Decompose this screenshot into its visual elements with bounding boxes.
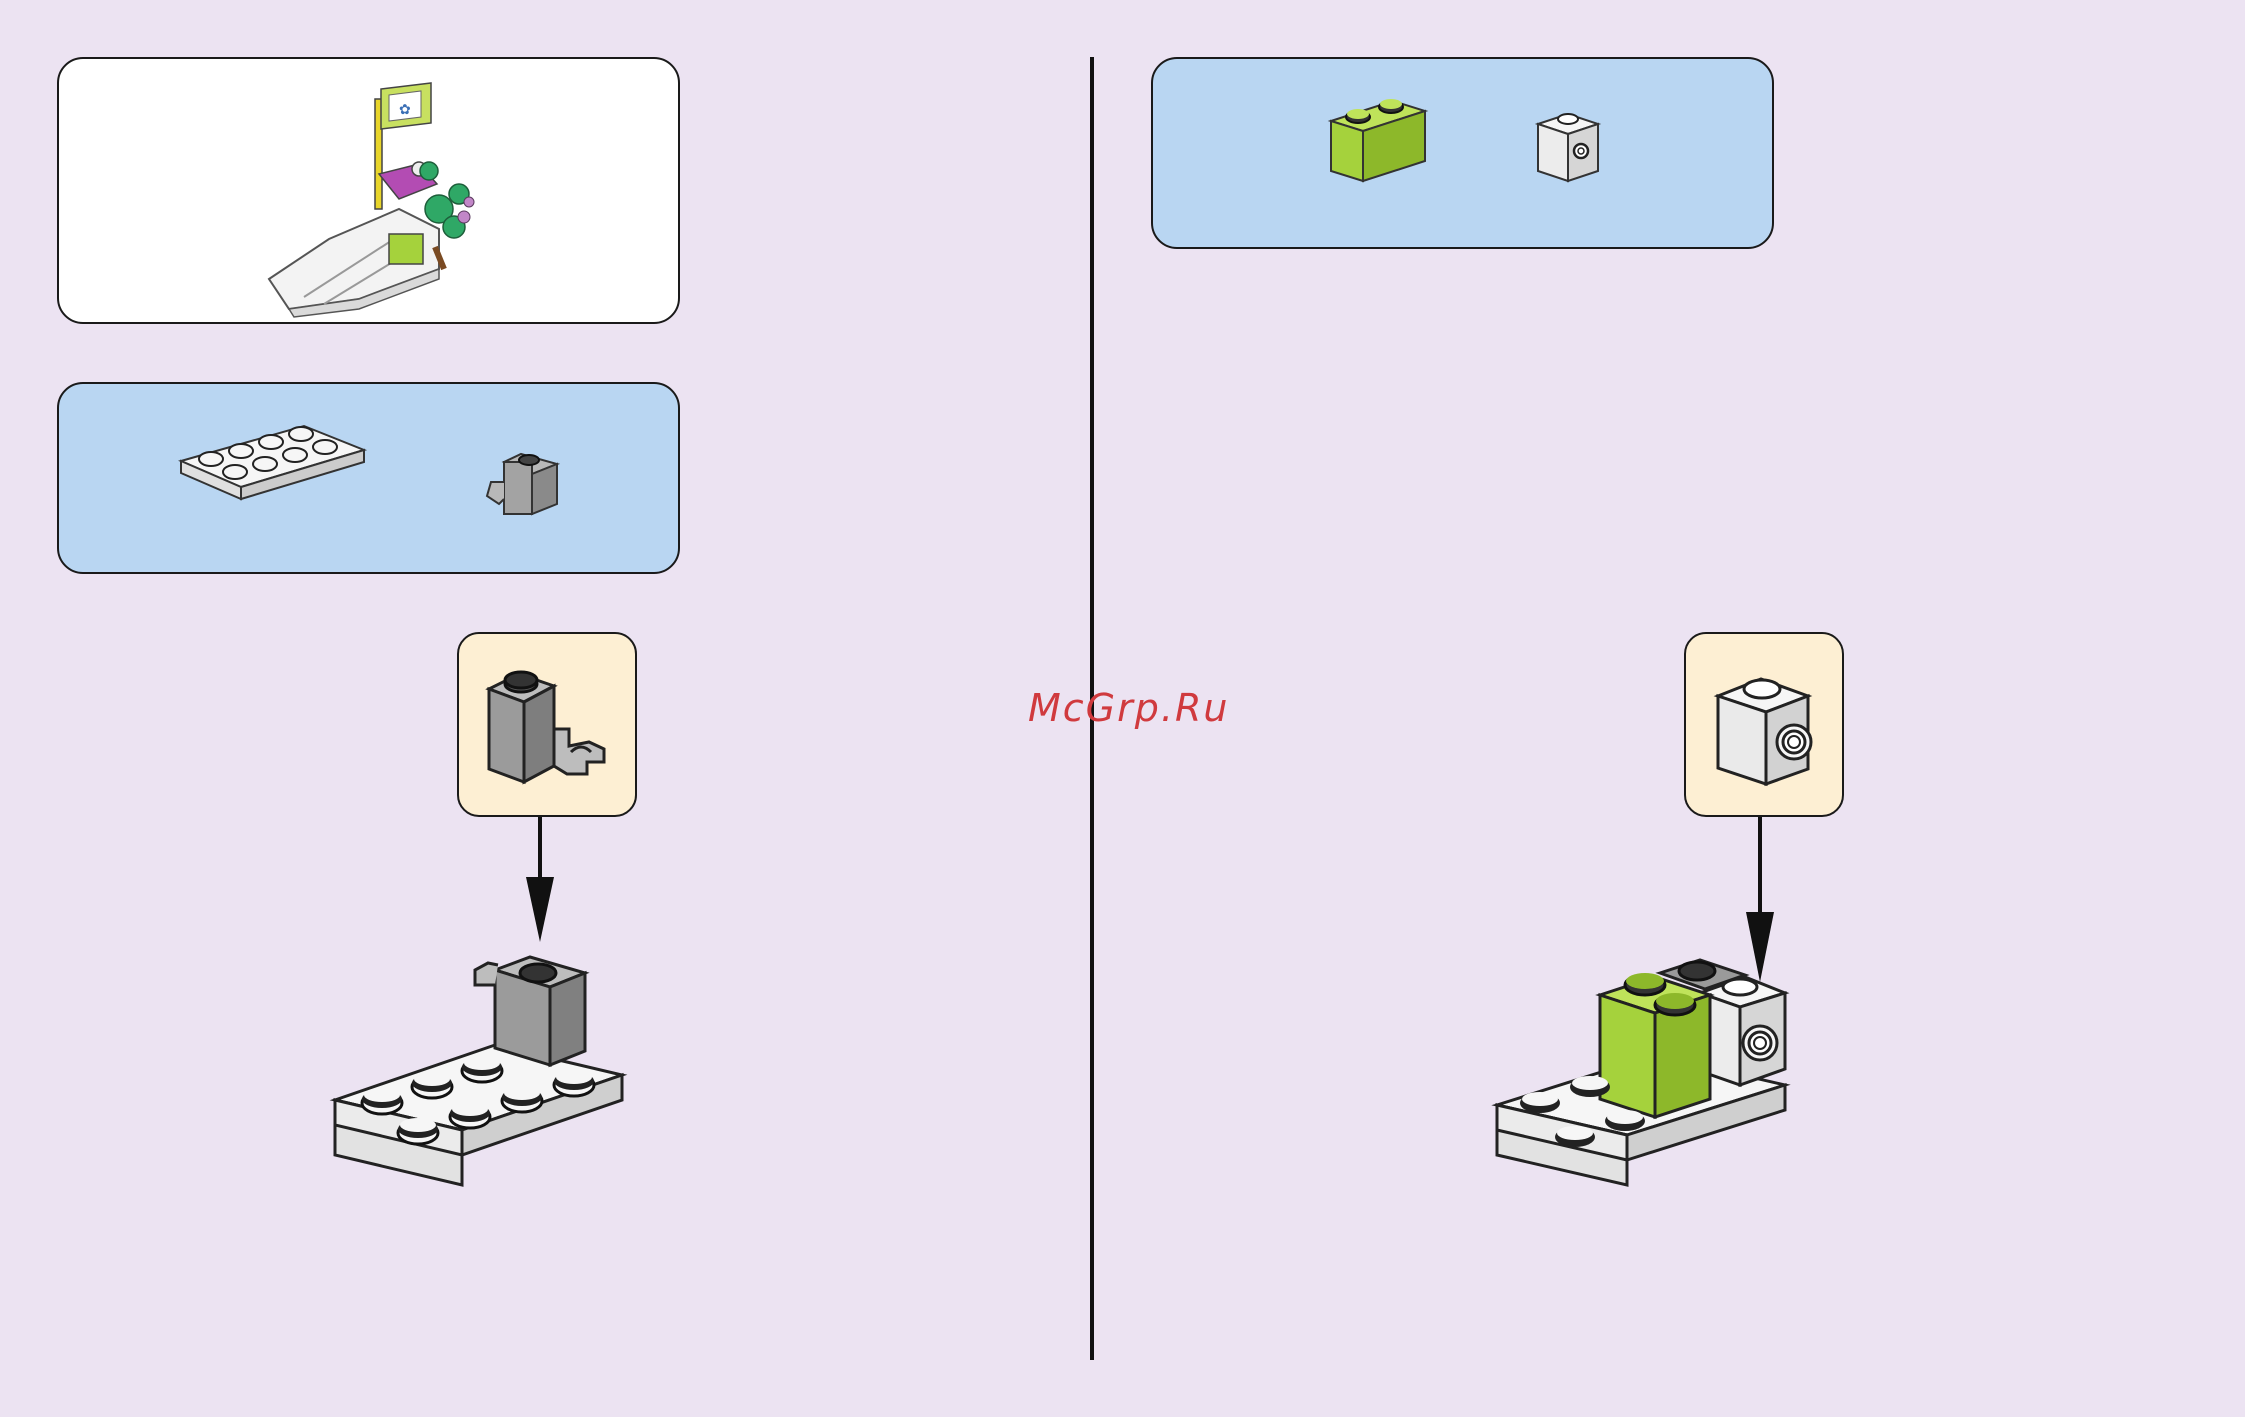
- model-preview-panel: ✿: [57, 57, 680, 324]
- down-arrow-icon-left: [520, 817, 560, 947]
- white-plate-part: [181, 426, 364, 499]
- part-callout-right: [1684, 632, 1844, 817]
- white-side-stud-brick-callout-icon: [1686, 634, 1846, 819]
- assembly-step-right: [1495, 945, 1795, 1195]
- gray-clip-brick-callout-icon: [459, 634, 639, 819]
- parts-panel-left: [57, 382, 680, 574]
- parts-panel-right: [1151, 57, 1774, 249]
- assembly-step-left: [330, 945, 630, 1195]
- part-callout-left: [457, 632, 637, 817]
- completed-model-illustration: ✿: [59, 59, 682, 326]
- gray-clip-brick-part: [487, 454, 557, 514]
- parts-illustration-right: [1153, 59, 1776, 251]
- lime-brick-part: [1331, 99, 1425, 181]
- parts-illustration-left: [59, 384, 682, 576]
- white-side-stud-brick-part: [1538, 114, 1598, 181]
- svg-text:✿: ✿: [399, 102, 411, 118]
- watermark-text: McGrp.Ru: [1028, 686, 1229, 730]
